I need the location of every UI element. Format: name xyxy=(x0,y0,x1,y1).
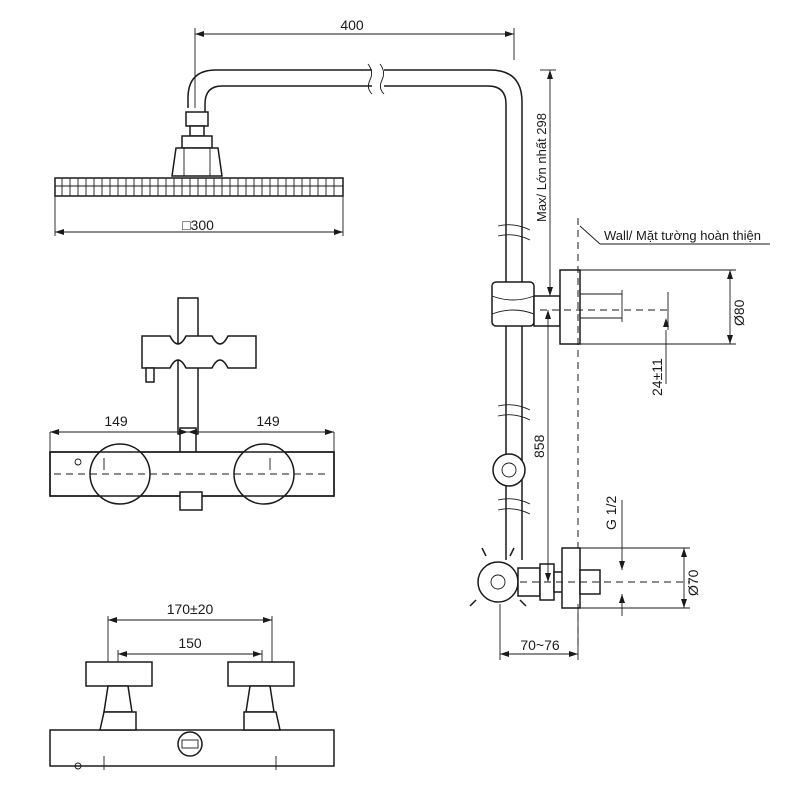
mixer-front xyxy=(49,429,335,511)
label-arm-length: 400 xyxy=(340,17,364,33)
label-diameter-top: Ø80 xyxy=(731,299,747,326)
label-wall-offset: 24±11 xyxy=(649,358,665,396)
riser-knob xyxy=(492,453,526,487)
label-riser-height: 858 xyxy=(531,434,547,458)
shower-head xyxy=(54,177,344,236)
shower-head-connector xyxy=(171,111,223,177)
label-wall: Wall/ Mặt tường hoàn thiện xyxy=(604,228,761,243)
label-diameter-bottom: Ø70 xyxy=(685,569,701,596)
shower-arm xyxy=(187,63,523,250)
side-mixer xyxy=(469,547,690,660)
label-inlet-range: 170±20 xyxy=(167,601,214,617)
upper-wall-bracket xyxy=(491,269,669,345)
riser-pipe xyxy=(497,224,531,560)
dim-arm-length xyxy=(194,28,515,108)
label-projection: 70~76 xyxy=(520,637,560,653)
wall-line xyxy=(577,218,770,648)
label-head-size: □300 xyxy=(182,217,214,233)
label-inlet-center: 150 xyxy=(178,635,202,651)
dim-verticals xyxy=(540,69,736,616)
mixer-top-view xyxy=(49,616,335,770)
label-mixer-left: 149 xyxy=(104,413,128,429)
label-mixer-right: 149 xyxy=(256,413,280,429)
label-thread: G 1/2 xyxy=(603,496,619,530)
slide-bar xyxy=(141,297,257,459)
label-max-height: Max/ Lớn nhất 298 xyxy=(534,113,549,222)
